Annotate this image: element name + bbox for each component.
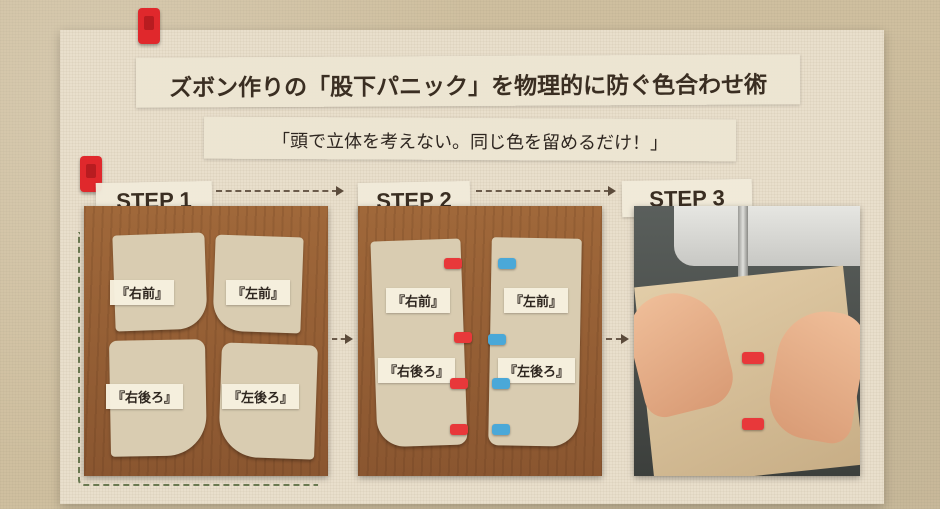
arrowhead-icon — [621, 334, 629, 344]
piece-label: 『左後ろ』 — [498, 358, 576, 383]
red-fabric-clip-icon — [450, 378, 468, 389]
red-fabric-clip-icon — [450, 424, 468, 435]
dashed-arrow-icon — [606, 338, 622, 340]
trouser-leg-right — [370, 238, 468, 448]
piece-label: 『右前』 — [386, 288, 451, 313]
step-1-photo: 『右前』 『左前』 『右後ろ』 『左後ろ』 — [84, 206, 328, 476]
red-fabric-clip-icon — [742, 352, 764, 364]
red-clip-icon — [138, 8, 160, 44]
arrowhead-icon — [608, 186, 616, 196]
red-fabric-clip-icon — [444, 258, 462, 269]
piece-label: 『右後ろ』 — [378, 358, 456, 383]
piece-label: 『右後ろ』 — [106, 384, 184, 409]
sewing-needle — [738, 206, 748, 302]
piece-label: 『左前』 — [504, 288, 569, 313]
dashed-arrow-icon — [476, 190, 610, 192]
step-3-photo — [634, 206, 860, 476]
red-fabric-clip-icon — [742, 418, 764, 430]
arrowhead-icon — [336, 186, 344, 196]
step-2-photo: 『右前』 『左前』 『右後ろ』 『左後ろ』 — [358, 206, 602, 476]
subtitle-tape: 「頭で立体を考えない。同じ色を留めるだけ！」 — [203, 116, 737, 162]
step-1-dashed-frame — [78, 232, 318, 486]
blue-fabric-clip-icon — [488, 334, 506, 345]
arrowhead-icon — [345, 334, 353, 344]
page-title: ズボン作りの「股下パニック」を物理的に防ぐ色合わせ術 — [168, 72, 768, 102]
red-fabric-clip-icon — [454, 332, 472, 343]
blue-fabric-clip-icon — [498, 258, 516, 269]
piece-label: 『左後ろ』 — [222, 384, 300, 409]
piece-label: 『右前』 — [110, 280, 175, 305]
page-subtitle: 「頭で立体を考えない。同じ色を留めるだけ！」 — [271, 130, 669, 155]
title-tape: ズボン作りの「股下パニック」を物理的に防ぐ色合わせ術 — [135, 54, 801, 108]
blue-fabric-clip-icon — [492, 424, 510, 435]
blue-fabric-clip-icon — [492, 378, 510, 389]
piece-label: 『左前』 — [226, 280, 291, 305]
dashed-arrow-icon — [216, 190, 338, 192]
dashed-arrow-icon — [332, 338, 346, 340]
sewing-machine-body — [674, 206, 860, 266]
